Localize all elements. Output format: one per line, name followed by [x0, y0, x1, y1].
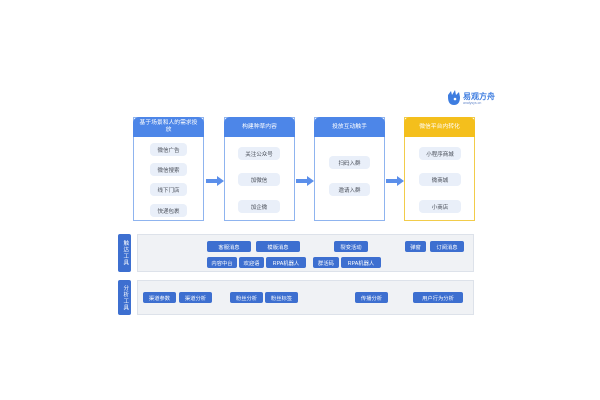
tag-spread-analysis: 传播分析: [355, 292, 388, 303]
pill-micro-mall: 微商城: [419, 173, 461, 186]
tag-template-msg: 模版消息: [256, 241, 300, 252]
tag-fans-label: 粉丝标签: [265, 292, 298, 303]
flow-arrow-icon: [386, 176, 404, 186]
tag-channel-analysis: 渠道分析: [179, 292, 212, 303]
flow-arrow-icon: [296, 176, 314, 186]
pill-mini-shop: 小商店: [419, 200, 461, 213]
tag-rpa-robot-2: RPA机器人: [341, 257, 381, 268]
tag-subscribe-msg: 订阅消息: [430, 241, 464, 252]
tag-popup: 弹窗: [405, 241, 426, 252]
logo-domain: analysys.cn: [463, 101, 482, 105]
stage-interaction-title: 投放互动触手: [314, 117, 385, 137]
pill-follow-account: 关注公众号: [238, 147, 280, 160]
tag-rpa-robot: RPA机器人: [266, 257, 306, 268]
pill-mini-program: 小程序商城: [419, 147, 461, 160]
pill-add-wecom: 加企微: [238, 200, 280, 213]
stage-content-title: 构建种草内容: [224, 117, 295, 137]
stage-conversion-title: 微信平台内转化: [404, 117, 475, 137]
tag-welcome: 欢迎语: [239, 257, 264, 268]
tag-fans-analysis: 粉丝分析: [230, 292, 263, 303]
pill-scan-join: 扫码入群: [329, 156, 370, 169]
logo-name: 易观方舟: [463, 92, 495, 101]
pill-wechat-ads: 微信广告: [150, 143, 187, 156]
tag-fission: 裂变活动: [334, 241, 368, 252]
tag-channel-param: 渠道参数: [143, 292, 176, 303]
touch-tools-label: 触达工具: [118, 234, 131, 272]
flow-arrow-icon: [206, 176, 224, 186]
logo-icon: [448, 90, 460, 105]
tag-user-behavior: 用户行为分析: [413, 292, 463, 303]
tag-group-code: 群活码: [313, 257, 339, 268]
logo: 易观方舟 analysys.cn: [446, 88, 506, 110]
stage-demand-title: 基于场景和人的需求投放: [133, 117, 204, 137]
tag-content-center: 内容中台: [207, 257, 237, 268]
pill-invite-join: 邀请入群: [329, 183, 370, 196]
pill-offline-store: 线下门店: [150, 183, 187, 196]
analysis-tools-label: 分析工具: [118, 280, 131, 315]
pill-parcel: 快递包裹: [150, 204, 187, 217]
pill-wechat-search: 微信搜索: [150, 163, 187, 176]
tag-service-msg: 客服消息: [207, 241, 251, 252]
pill-add-wechat: 加微信: [238, 173, 280, 186]
